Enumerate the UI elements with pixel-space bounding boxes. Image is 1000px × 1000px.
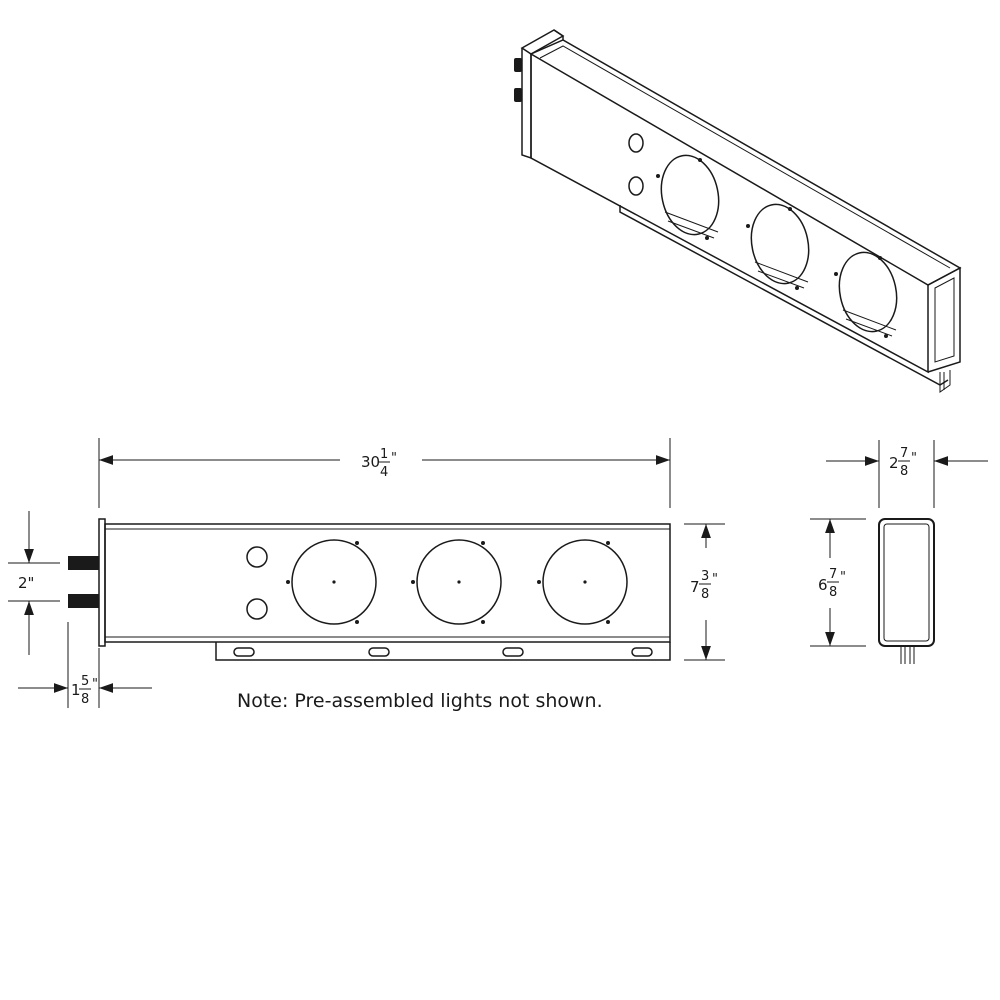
height-den: 8: [701, 587, 709, 602]
flange-den: 8: [81, 692, 89, 707]
dimension-end-width: 2 7 8 ": [826, 440, 988, 508]
height-unit: ": [712, 572, 718, 587]
length-unit: ": [391, 451, 397, 466]
center-marks: [332, 580, 587, 584]
length-whole: 30: [361, 453, 380, 471]
flange-unit: ": [92, 677, 98, 692]
length-den: 4: [380, 465, 388, 480]
bolt-holes: [286, 541, 610, 624]
front-view: [68, 518, 671, 661]
drawing-note: Note: Pre-assembled lights not shown.: [237, 690, 603, 712]
dimension-end-height: 6 7 8 ": [810, 518, 866, 647]
dimension-flange-depth: 1 5 8 ": [18, 622, 152, 708]
height-num: 3: [701, 569, 709, 584]
flange-num: 5: [81, 674, 89, 689]
end-width-num: 7: [900, 446, 908, 461]
end-height-den: 8: [829, 585, 837, 600]
stud-spacing-label: 2": [18, 574, 34, 592]
length-num: 1: [380, 447, 388, 462]
end-height-unit: ": [840, 570, 846, 585]
height-whole: 7: [690, 578, 700, 596]
isometric-view: [514, 29, 962, 393]
end-height-num: 7: [829, 567, 837, 582]
dimension-overall-length: 30 1 4 ": [98, 438, 671, 508]
end-view: [878, 518, 935, 664]
dimension-stud-spacing: 2": [8, 511, 60, 655]
end-width-whole: 2: [889, 454, 899, 472]
dimension-overall-height: 7 3 8 ": [684, 523, 725, 661]
end-height-whole: 6: [818, 576, 828, 594]
end-width-unit: ": [911, 451, 917, 466]
end-width-den: 8: [900, 464, 908, 479]
flange-whole: 1: [71, 681, 81, 699]
